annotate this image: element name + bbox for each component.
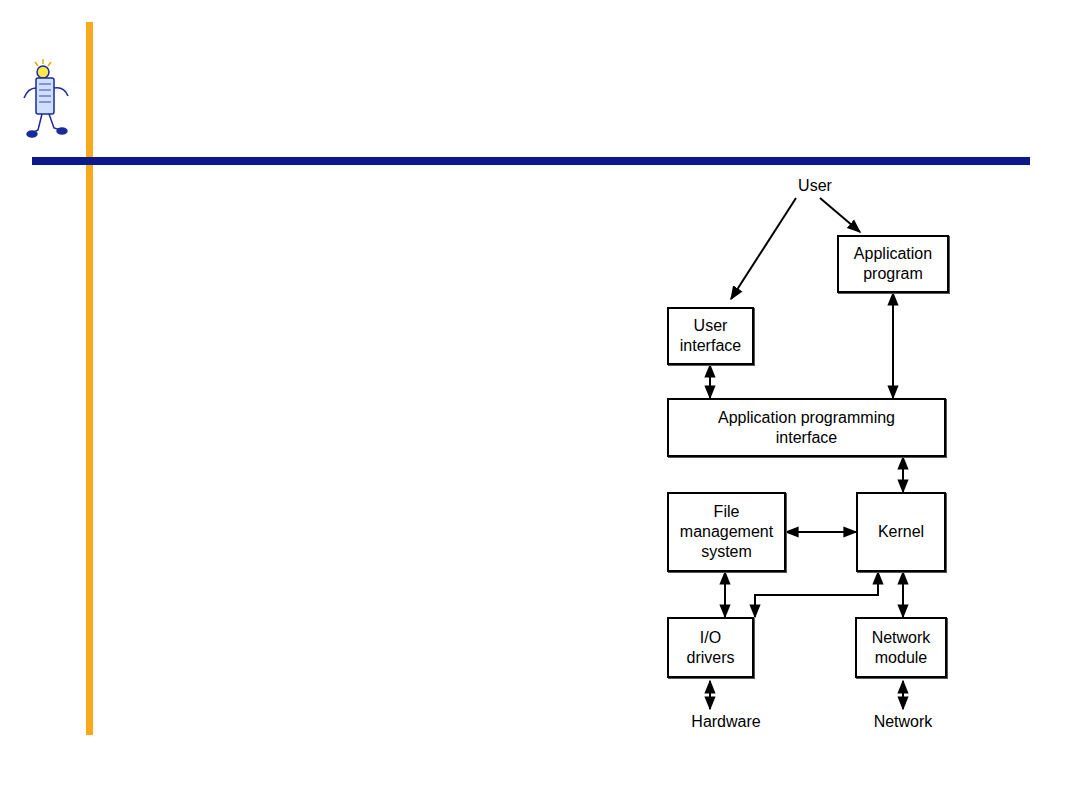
process-box: File management system	[667, 492, 786, 572]
process-box: Kernel	[856, 492, 946, 572]
connector-arrow	[709, 365, 711, 398]
process-box: User interface	[667, 307, 754, 365]
clipart-figure	[24, 59, 68, 137]
box-label: I/O drivers	[681, 628, 741, 668]
box-label: Network module	[861, 628, 941, 668]
connector-arrow	[902, 457, 904, 492]
box-label: Application program	[843, 244, 943, 284]
endpoint-label: User	[796, 176, 834, 196]
endpoint-label: Network	[872, 712, 935, 732]
box-label: Application programming interface	[687, 408, 927, 448]
connector-arrow	[902, 572, 904, 617]
process-box: Network module	[855, 617, 947, 678]
box-label: User interface	[676, 316, 746, 356]
connector-arrow	[892, 293, 894, 398]
process-box: Application programming interface	[667, 398, 946, 457]
process-box: Application program	[837, 235, 949, 293]
connector-arrow	[755, 572, 878, 617]
orange-bar	[86, 22, 93, 735]
blue-bar	[32, 157, 1030, 165]
box-label: File management system	[677, 502, 777, 562]
connector-arrow	[724, 572, 726, 617]
external-arrows	[710, 681, 903, 709]
endpoint-label: Hardware	[689, 712, 762, 732]
connector-arrow	[786, 531, 856, 533]
process-box: I/O drivers	[667, 617, 754, 678]
box-label: Kernel	[878, 522, 924, 542]
